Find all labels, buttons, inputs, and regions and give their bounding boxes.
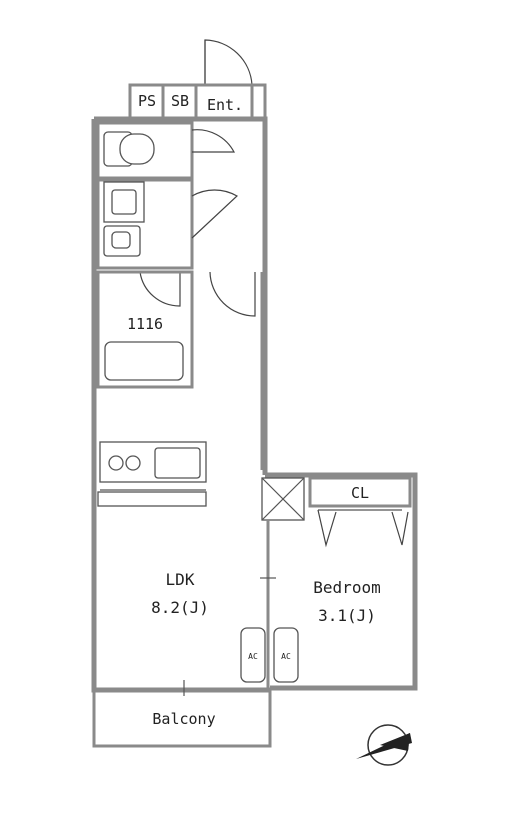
bath-label: 1116 (127, 315, 163, 333)
washroom (96, 178, 256, 317)
closet-label: CL (351, 484, 369, 502)
toilet-room (96, 121, 235, 180)
bedroom-label: Bedroom (313, 578, 380, 597)
outer-walls (91, 116, 418, 748)
ac-left-label: AC (248, 652, 258, 661)
kitchen (97, 441, 207, 507)
north-arrow-icon (356, 724, 412, 766)
entrance-door (204, 39, 253, 86)
ac-units: AC AC (240, 627, 299, 683)
ac-right-label: AC (281, 652, 291, 661)
ps-label: PS (138, 92, 156, 110)
entrance-label: Ent. (207, 96, 243, 114)
bedroom-size-label: 3.1(J) (318, 606, 376, 625)
closet: CL (308, 476, 412, 548)
bathroom: 1116 (96, 270, 194, 389)
ldk-size-label: 8.2(J) (151, 598, 209, 617)
sb-label: SB (171, 92, 189, 110)
shaft (261, 477, 305, 521)
balcony-label: Balcony (152, 710, 215, 728)
ldk-label: LDK (166, 570, 195, 589)
